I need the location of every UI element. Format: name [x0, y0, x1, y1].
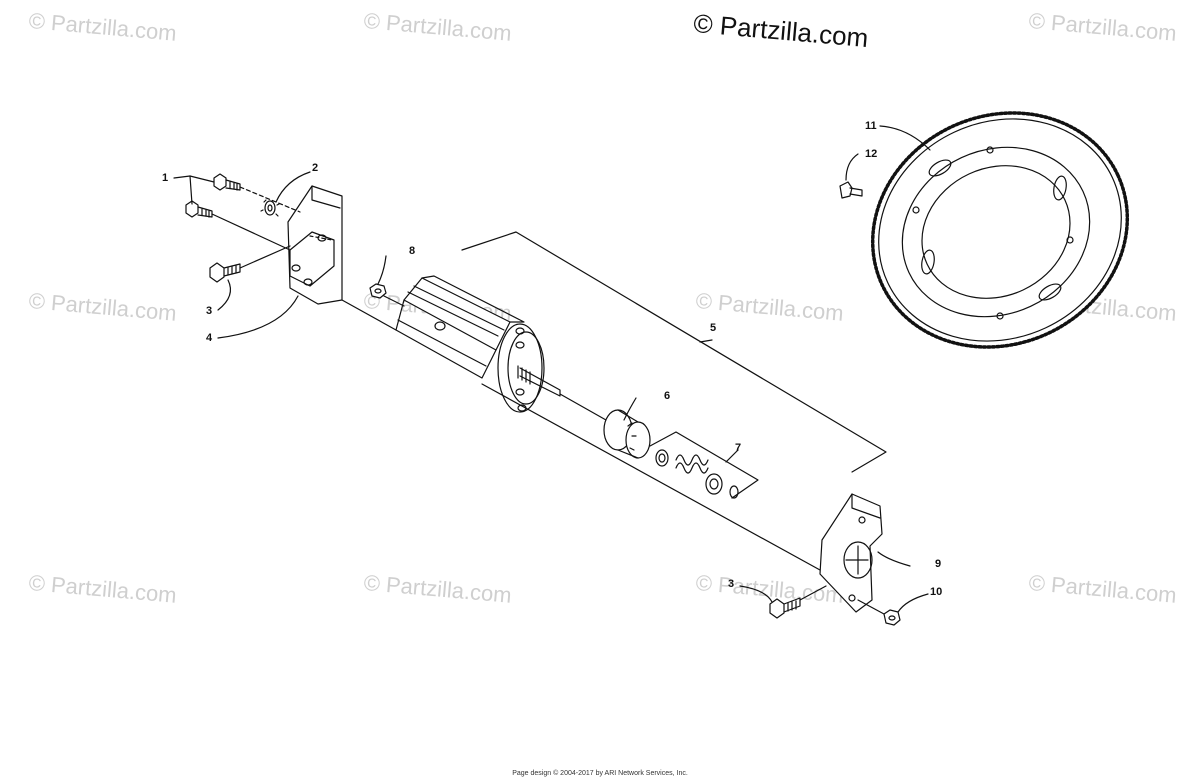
- lock-washer: [260, 199, 280, 217]
- callout-7[interactable]: 7: [735, 442, 742, 454]
- footer-copyright: Page design © 2004-2017 by ARI Network S…: [512, 770, 688, 777]
- right-mounting-bracket: [819, 493, 883, 613]
- bolt-1a: [213, 173, 241, 191]
- callout-12[interactable]: 12: [865, 148, 878, 160]
- nut-10: [883, 609, 901, 626]
- left-mounting-bracket: [287, 185, 343, 305]
- screw-12: [839, 181, 863, 199]
- ring-gear: [870, 111, 1130, 349]
- callout-11[interactable]: 11: [865, 120, 877, 132]
- callout-6[interactable]: 6: [664, 390, 671, 402]
- callout-3-upper[interactable]: 3: [206, 305, 213, 317]
- spring-kit: [649, 431, 759, 499]
- bolt-3-lower: [769, 597, 801, 619]
- callout-8[interactable]: 8: [409, 245, 416, 257]
- bolt-1b: [185, 200, 213, 218]
- callout-5[interactable]: 5: [710, 322, 717, 334]
- callout-4[interactable]: 4: [206, 332, 213, 344]
- callout-3-lower[interactable]: 3: [728, 578, 735, 590]
- callout-1[interactable]: 1: [162, 172, 169, 184]
- callout-10[interactable]: 10: [930, 586, 943, 598]
- callout-2[interactable]: 2: [312, 162, 319, 174]
- bolt-3-upper: [209, 262, 241, 283]
- pinion-gear: [603, 409, 651, 459]
- nut-8: [369, 283, 387, 299]
- starter-motor: [395, 275, 561, 413]
- callout-9[interactable]: 9: [935, 558, 942, 570]
